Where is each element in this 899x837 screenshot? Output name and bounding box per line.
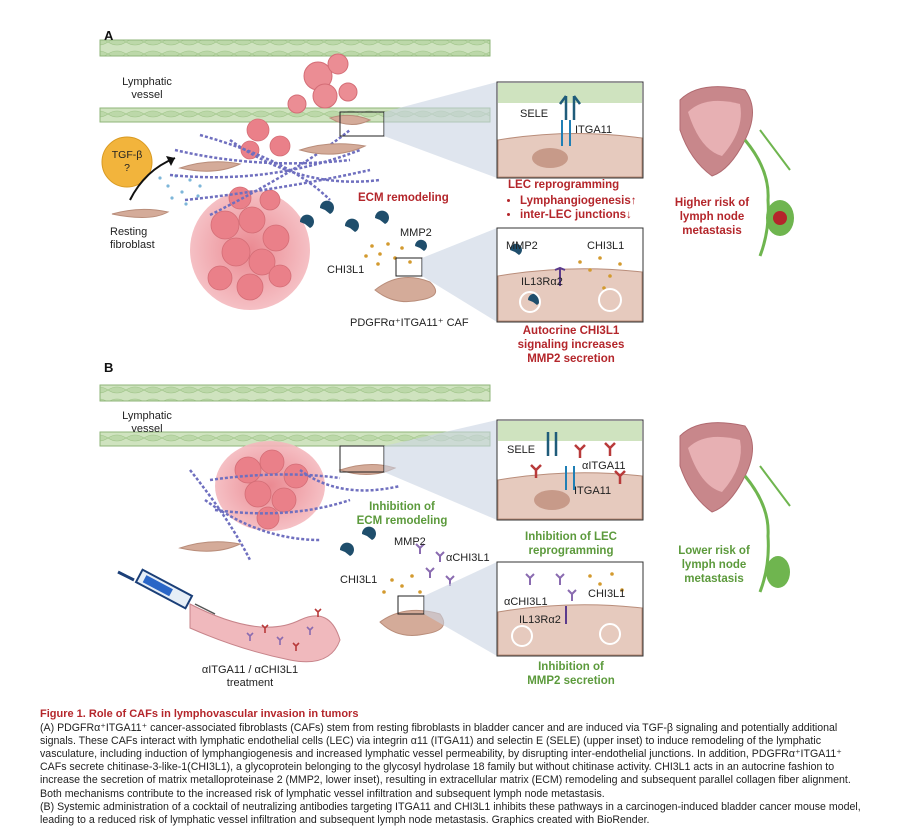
collagen-fibers xyxy=(169,129,381,217)
panel-a-artwork xyxy=(99,39,794,323)
tgf-beta-label: TGF-β ? xyxy=(111,149,143,174)
chi3l1-label: CHI3L1 xyxy=(327,264,365,276)
caption-paragraph-b: (B) Systemic administration of a cocktai… xyxy=(40,800,861,826)
inset-achi3l1 xyxy=(496,561,644,657)
inhibition-ecm-label: Inhibition of ECM remodeling xyxy=(356,501,448,527)
blood-vessel-icon xyxy=(189,603,341,663)
chi3l1-dots xyxy=(364,242,412,266)
inset-sele-aitga11 xyxy=(496,419,644,521)
autocrine-label: Autocrine CHI3L1 signaling increases MMP… xyxy=(517,325,625,365)
ecm-remodeling-label: ECM remodeling xyxy=(358,192,449,204)
lec-point: Lymphangiogenesis↑ xyxy=(520,194,637,208)
inset1b-aitga11-label: αITGA11 xyxy=(582,460,626,472)
resting-fibroblast-icon xyxy=(111,208,170,218)
inhibition-mmp2-label: Inhibition of MMP2 secretion xyxy=(527,661,615,687)
resting-fibroblast-label: Resting fibroblast xyxy=(110,226,155,251)
lymphatic-vessel-wall-top xyxy=(99,39,491,57)
inset1b-sele-label: SELE xyxy=(507,444,536,456)
collagen-fibers-b xyxy=(189,468,401,561)
figure-artwork xyxy=(99,39,794,663)
chi3l1-label-b: CHI3L1 xyxy=(340,574,378,586)
inset2b-il13-label: IL13Rα2 xyxy=(519,614,561,626)
caf-cell-lower xyxy=(374,277,437,303)
inset-sele-itga11 xyxy=(496,81,644,179)
bladder-low-risk-icon xyxy=(679,422,791,593)
lymphatic-vessel-label: Lymphatic vessel xyxy=(122,76,172,101)
inset1-itga11-label: ITGA11 xyxy=(575,124,613,136)
inset2b-achi3l1-label: αCHI3L1 xyxy=(504,596,548,608)
mmp2-molecules xyxy=(299,200,427,251)
tumor-cells-in-vessel xyxy=(287,53,358,114)
lower-risk-label: Lower risk of lymph node metastasis xyxy=(678,545,750,585)
mmp2-label: MMP2 xyxy=(400,227,432,239)
inset1-sele-label: SELE xyxy=(520,108,549,120)
inset2-il13-label: IL13Rα2 xyxy=(521,276,563,288)
tumor-mass xyxy=(190,118,310,310)
mmp2-label-b: MMP2 xyxy=(394,536,426,548)
tgf-beta-icon xyxy=(101,136,153,188)
bladder-high-risk-icon xyxy=(679,86,794,257)
panel-a-letter: A xyxy=(104,28,114,43)
panel-b-artwork xyxy=(99,384,791,663)
mmp2-molecules-b xyxy=(339,526,376,556)
lec-points-list: Lymphangiogenesis↑ inter-LEC junctions↓ xyxy=(506,194,637,222)
lec-point: inter-LEC junctions↓ xyxy=(520,208,637,222)
inhibition-lec-label: Inhibition of LEC reprogramming xyxy=(525,531,617,557)
higher-risk-label: Higher risk of lymph node metastasis xyxy=(674,197,750,237)
caption-title: Figure 1. Role of CAFs in lymphovascular… xyxy=(40,708,359,720)
inset2-chi3l1-label: CHI3L1 xyxy=(587,240,625,252)
syringe-icon xyxy=(117,568,216,615)
inset2-mmp2-label: MMP2 xyxy=(506,240,538,252)
achi3l1-label-b: αCHI3L1 xyxy=(446,552,490,564)
tgf-dots xyxy=(158,174,202,206)
caf-label: PDGFRα⁺ITGA11⁺ CAF xyxy=(350,317,469,329)
caf-cell-lower-b xyxy=(379,609,445,636)
antibodies-b xyxy=(415,543,455,586)
inset2b-chi3l1-label: CHI3L1 xyxy=(588,588,626,600)
caption-paragraph-a: (A) PDGFRα⁺ITGA11⁺ cancer-associated fib… xyxy=(40,722,851,800)
inset-mmp2-chi3l1 xyxy=(496,227,644,323)
figure-caption: Figure 1. Role of CAFs in lymphovascular… xyxy=(40,708,870,827)
treatment-label: αITGA11 / αCHI3L1 treatment xyxy=(201,664,299,689)
figure: A Lymphatic vessel TGF-β ? Resting fibro… xyxy=(0,0,899,700)
panel-b-letter: B xyxy=(104,360,114,375)
lymphatic-vessel-label-b: Lymphatic vessel xyxy=(122,410,172,435)
lec-reprogramming-title: LEC reprogramming xyxy=(508,179,620,191)
inset1b-itga11-label: ITGA11 xyxy=(574,485,612,497)
chi3l1-dots-b xyxy=(382,574,422,594)
